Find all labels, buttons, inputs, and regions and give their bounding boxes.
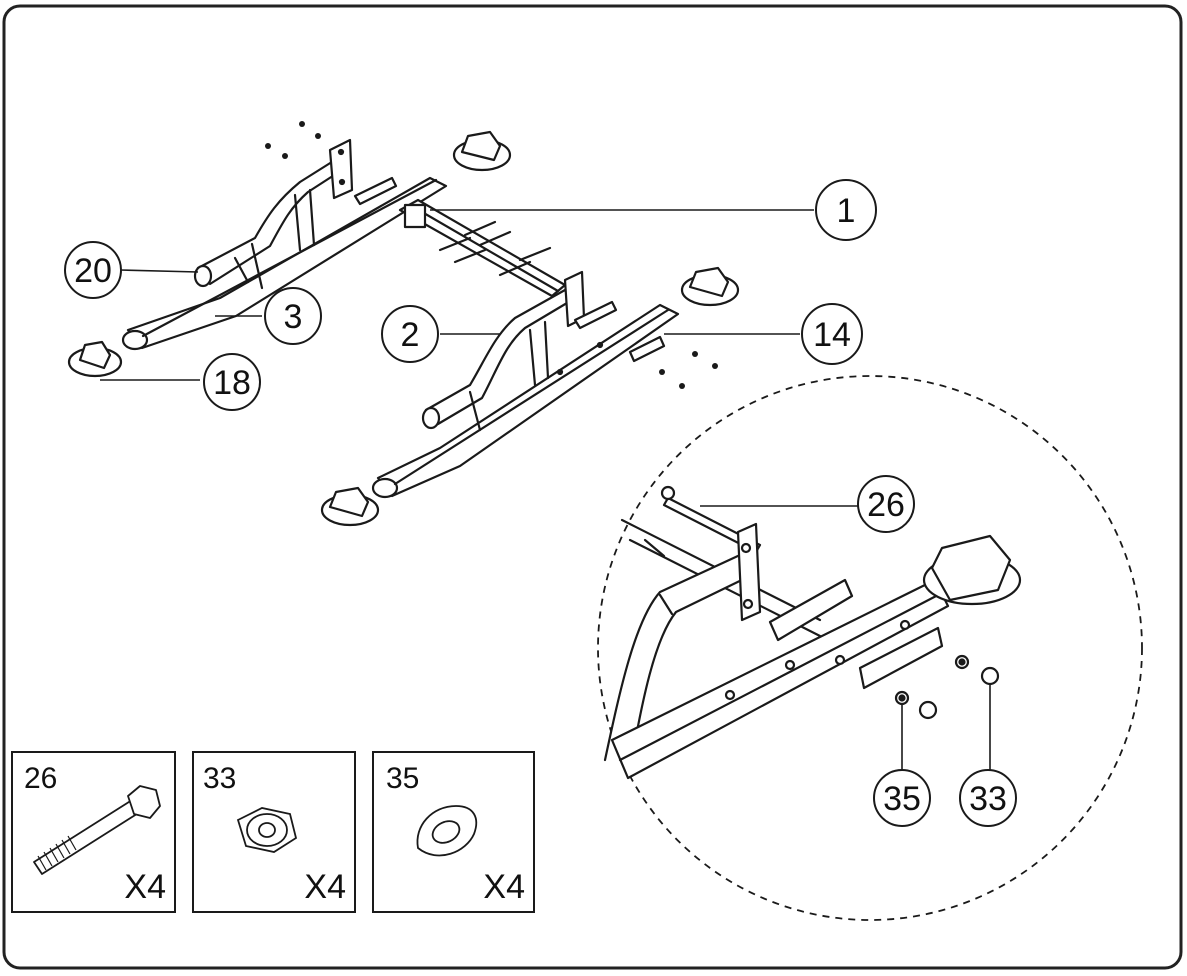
right-base-tube xyxy=(371,303,680,499)
right-bracket xyxy=(573,300,618,330)
svg-text:33: 33 xyxy=(969,780,1007,818)
hardware-box-33: 33 X4 xyxy=(192,751,356,913)
callout-2: 2 xyxy=(381,305,439,363)
bolt-icon xyxy=(33,785,161,875)
left-base-tube xyxy=(121,176,448,351)
callout-33: 33 xyxy=(959,769,1017,827)
callout-18: 18 xyxy=(203,353,261,411)
callout-1: 1 xyxy=(815,179,877,241)
callout-14: 14 xyxy=(801,303,863,365)
svg-text:20: 20 xyxy=(74,252,112,290)
svg-text:2: 2 xyxy=(401,316,420,354)
washer-icon xyxy=(416,805,478,857)
svg-text:X4: X4 xyxy=(124,868,166,906)
right-upright xyxy=(421,270,586,432)
svg-text:26: 26 xyxy=(867,486,905,524)
detail-view: 26 35 33 xyxy=(597,375,1143,921)
callout-3: 3 xyxy=(264,287,322,345)
svg-text:18: 18 xyxy=(213,364,251,402)
svg-text:14: 14 xyxy=(813,316,851,354)
left-upright xyxy=(193,138,354,290)
callout-35: 35 xyxy=(873,769,931,827)
svg-text:33: 33 xyxy=(203,762,236,795)
nut-icon xyxy=(236,807,298,853)
hardware-box-26: 26 X4 xyxy=(11,751,176,913)
hardware-dots-right xyxy=(659,351,718,389)
end-cap-front-left xyxy=(67,340,123,378)
end-cap-rear-left xyxy=(452,130,512,172)
svg-text:X4: X4 xyxy=(304,868,346,906)
frame-assembly xyxy=(67,121,740,527)
left-bracket xyxy=(353,176,398,206)
end-cap-front-right xyxy=(320,486,380,527)
right-plate xyxy=(628,335,666,363)
hardware-box-35: 35 X4 xyxy=(372,751,535,913)
hardware-dots-left xyxy=(265,121,321,159)
end-cap-rear-right xyxy=(680,266,740,307)
svg-text:3: 3 xyxy=(284,298,303,336)
svg-text:26: 26 xyxy=(24,762,57,795)
svg-text:1: 1 xyxy=(837,192,856,230)
callout-20: 20 xyxy=(64,241,122,299)
leader-lines xyxy=(100,209,814,381)
svg-text:X4: X4 xyxy=(483,868,525,906)
callout-26: 26 xyxy=(857,475,915,533)
svg-text:35: 35 xyxy=(386,762,419,795)
svg-text:35: 35 xyxy=(883,780,921,818)
